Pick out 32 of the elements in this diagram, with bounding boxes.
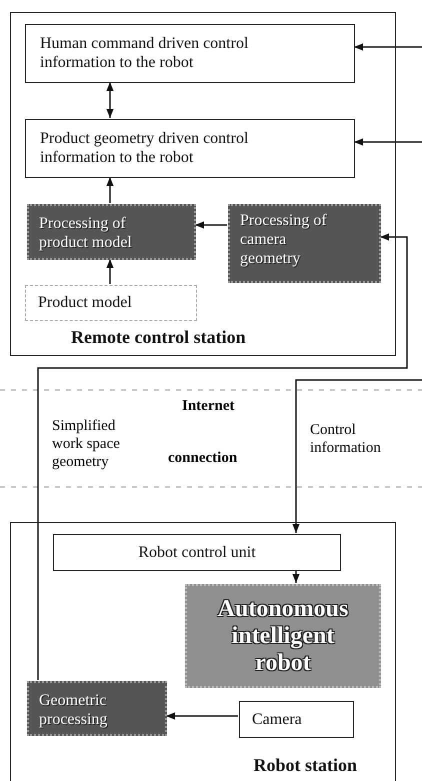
arrow (292, 570, 300, 583)
arrow (106, 177, 114, 203)
node-text: Processing of product model (39, 214, 133, 252)
arrow (166, 712, 238, 720)
process-box (25, 119, 355, 178)
arrow (37, 233, 408, 680)
arrow (354, 138, 422, 146)
station-panel (10, 12, 396, 356)
data-box (25, 285, 197, 321)
robot-box (185, 584, 381, 688)
arrow (106, 259, 114, 284)
node-text: Product geometry driven control information to the robot (40, 129, 250, 167)
process-box (25, 24, 355, 83)
node-text: Product model (38, 293, 133, 312)
node-text: Robot control unit (137, 543, 257, 562)
process-box (27, 204, 196, 260)
process-box (27, 681, 167, 736)
node-text: Autonomous intelligent robot (216, 596, 350, 676)
station-panel (10, 522, 396, 781)
node-text: Geometric processing (39, 691, 108, 729)
process-box (228, 204, 381, 283)
device-box (239, 701, 354, 738)
station-title: Remote control station (71, 328, 246, 347)
process-box (53, 534, 341, 571)
node-text: Human command driven control information to the robot (40, 34, 250, 72)
node-text: Processing of camera geometry (240, 211, 328, 268)
station-title: Robot station (253, 756, 357, 775)
arrow (195, 221, 227, 229)
node-text: Camera (252, 710, 303, 729)
arrow (354, 43, 422, 51)
arrow (106, 82, 114, 118)
arrow (292, 379, 422, 533)
